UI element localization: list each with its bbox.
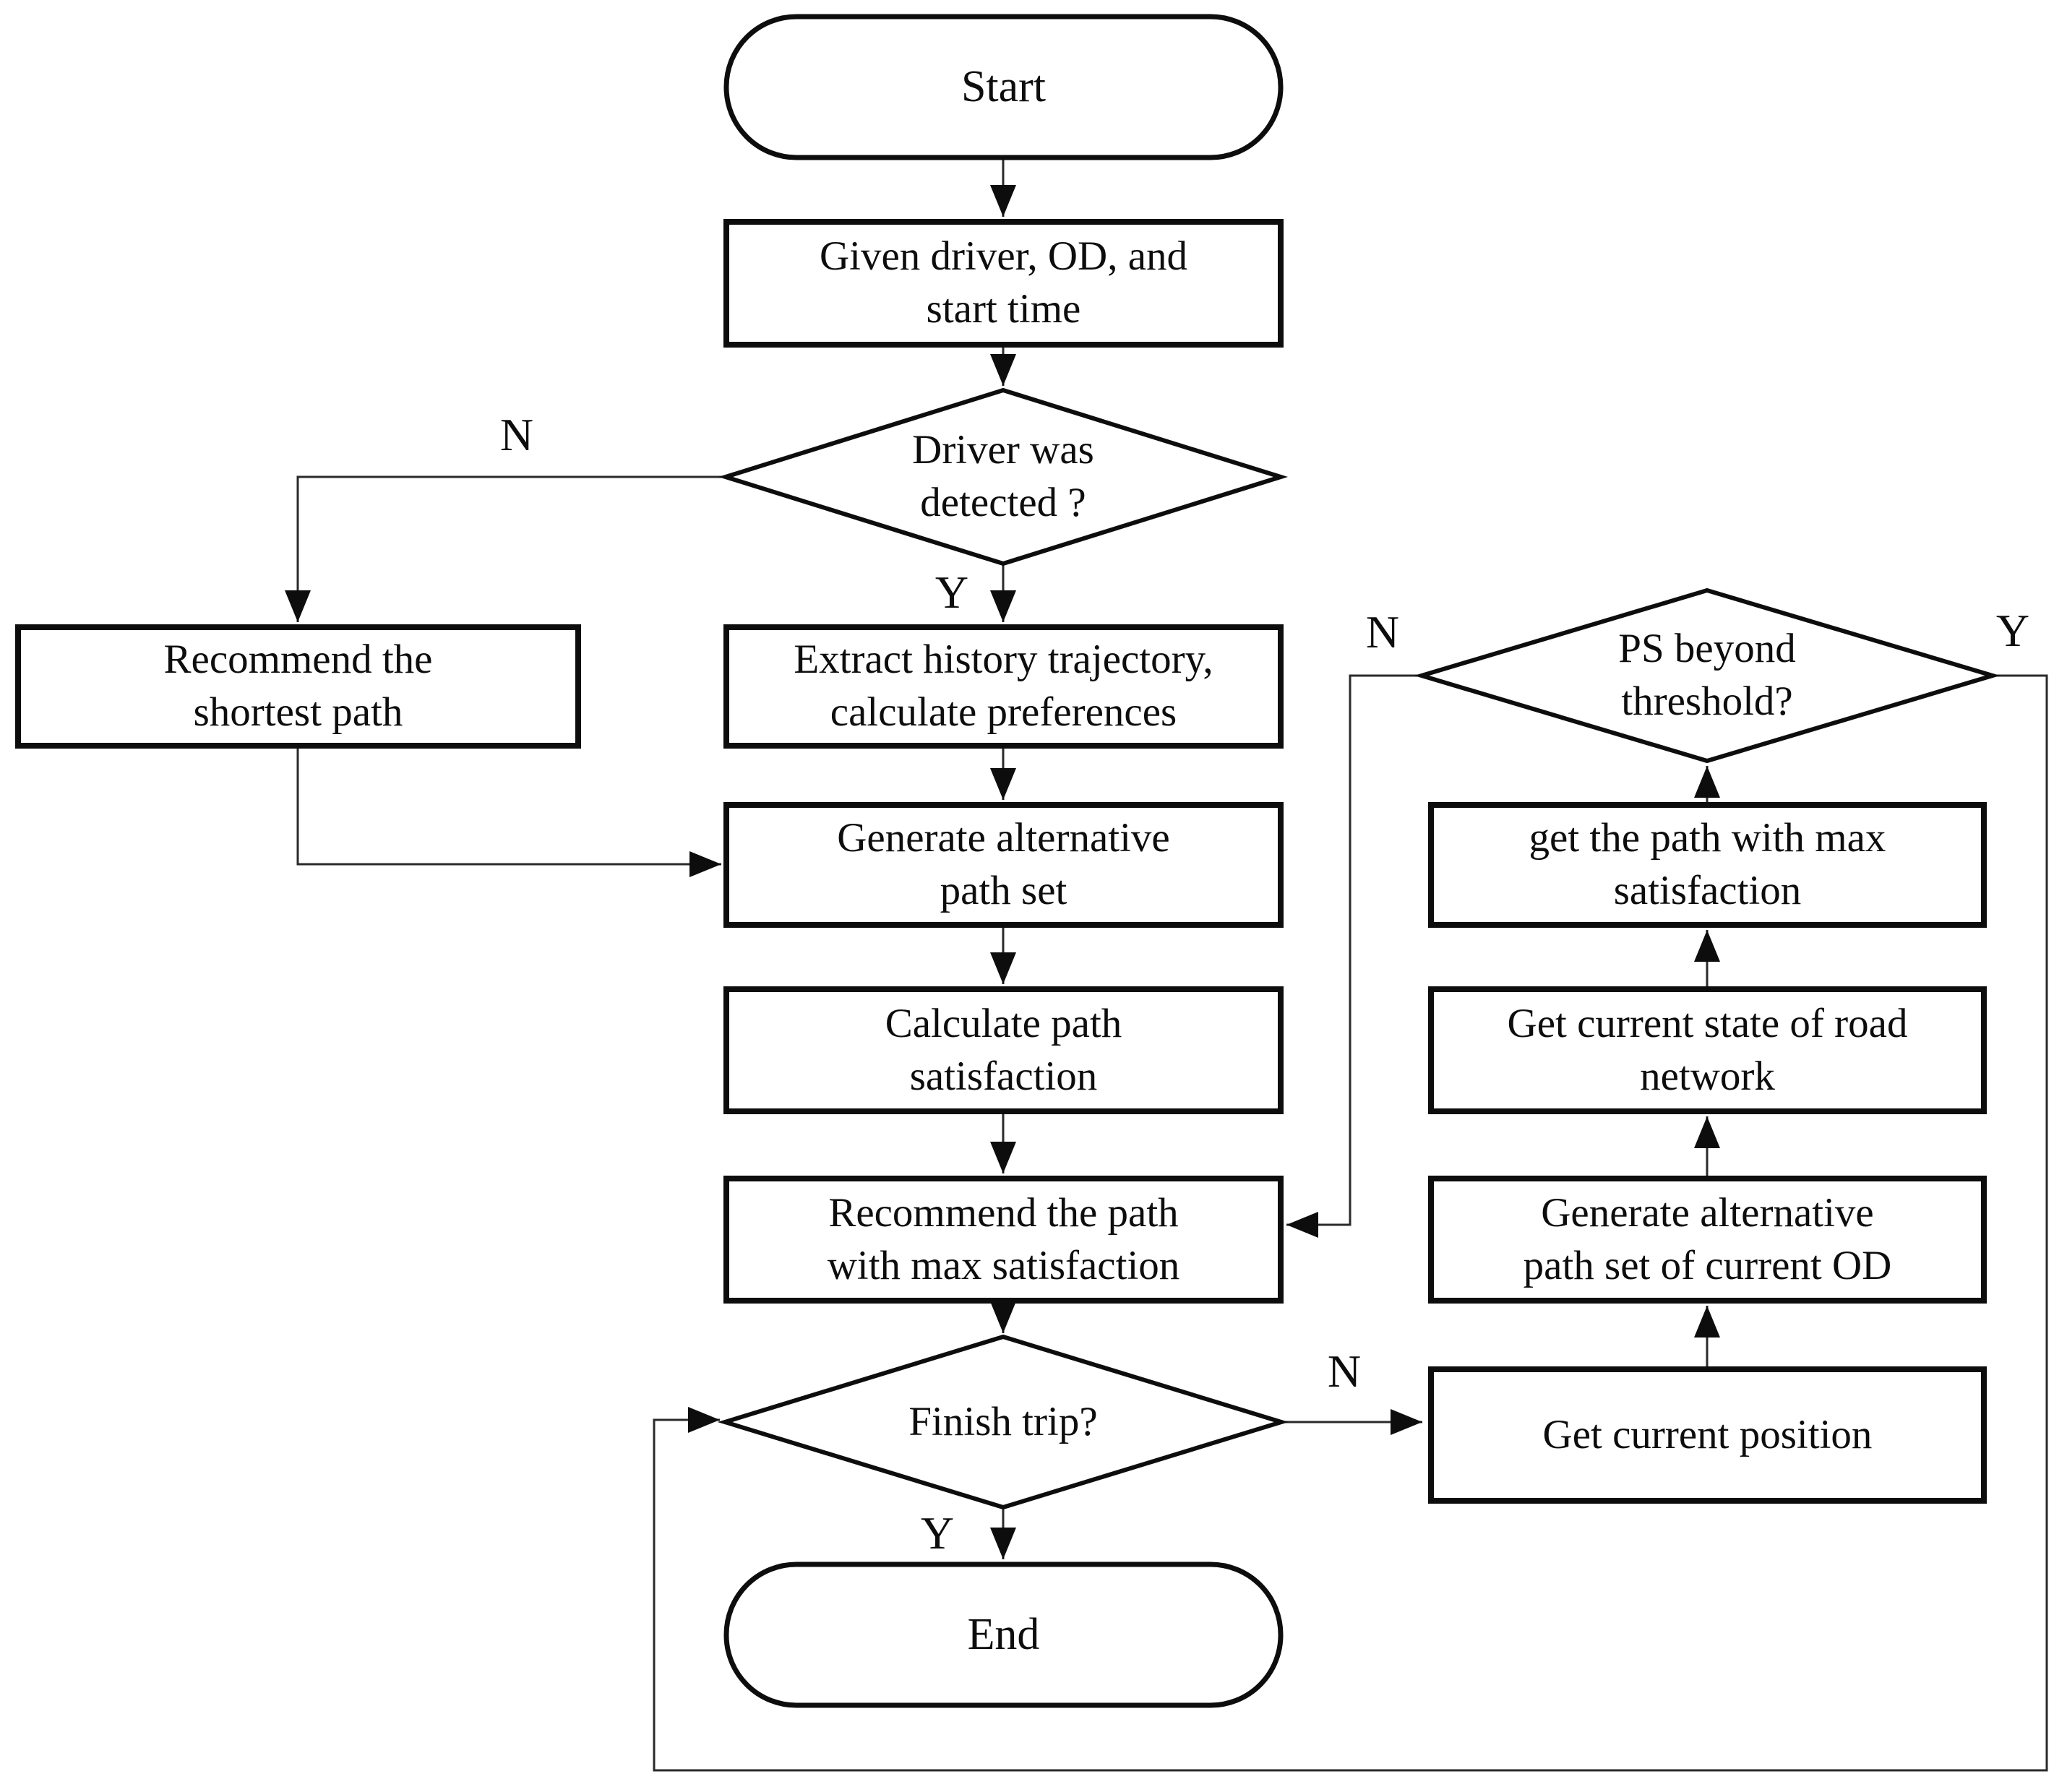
ps-threshold-diamond	[1414, 587, 2001, 764]
recommend-shortest-shape	[15, 624, 581, 749]
edge-detected-no	[285, 475, 726, 622]
get-position-shape	[1428, 1366, 1987, 1504]
driver-detected-diamond	[718, 387, 1289, 567]
edge-shortest-to-generate	[296, 746, 721, 877]
finish-trip-diamond	[717, 1334, 1289, 1510]
edge-ps-no-loop	[1286, 674, 1422, 1238]
given-driver-shape	[723, 219, 1284, 348]
recommend-max-shape	[723, 1176, 1284, 1304]
get-road-state-shape	[1428, 986, 1987, 1114]
start-node-shape	[723, 14, 1284, 160]
edge-ps-yes-loop	[653, 674, 2048, 1772]
generate-paths-shape	[723, 802, 1284, 928]
end-node-shape	[723, 1561, 1284, 1708]
generate-current-od-shape	[1428, 1176, 1987, 1304]
calc-satisfaction-shape	[723, 986, 1284, 1114]
get-max-path-shape	[1428, 802, 1987, 928]
extract-history-shape	[723, 624, 1284, 749]
